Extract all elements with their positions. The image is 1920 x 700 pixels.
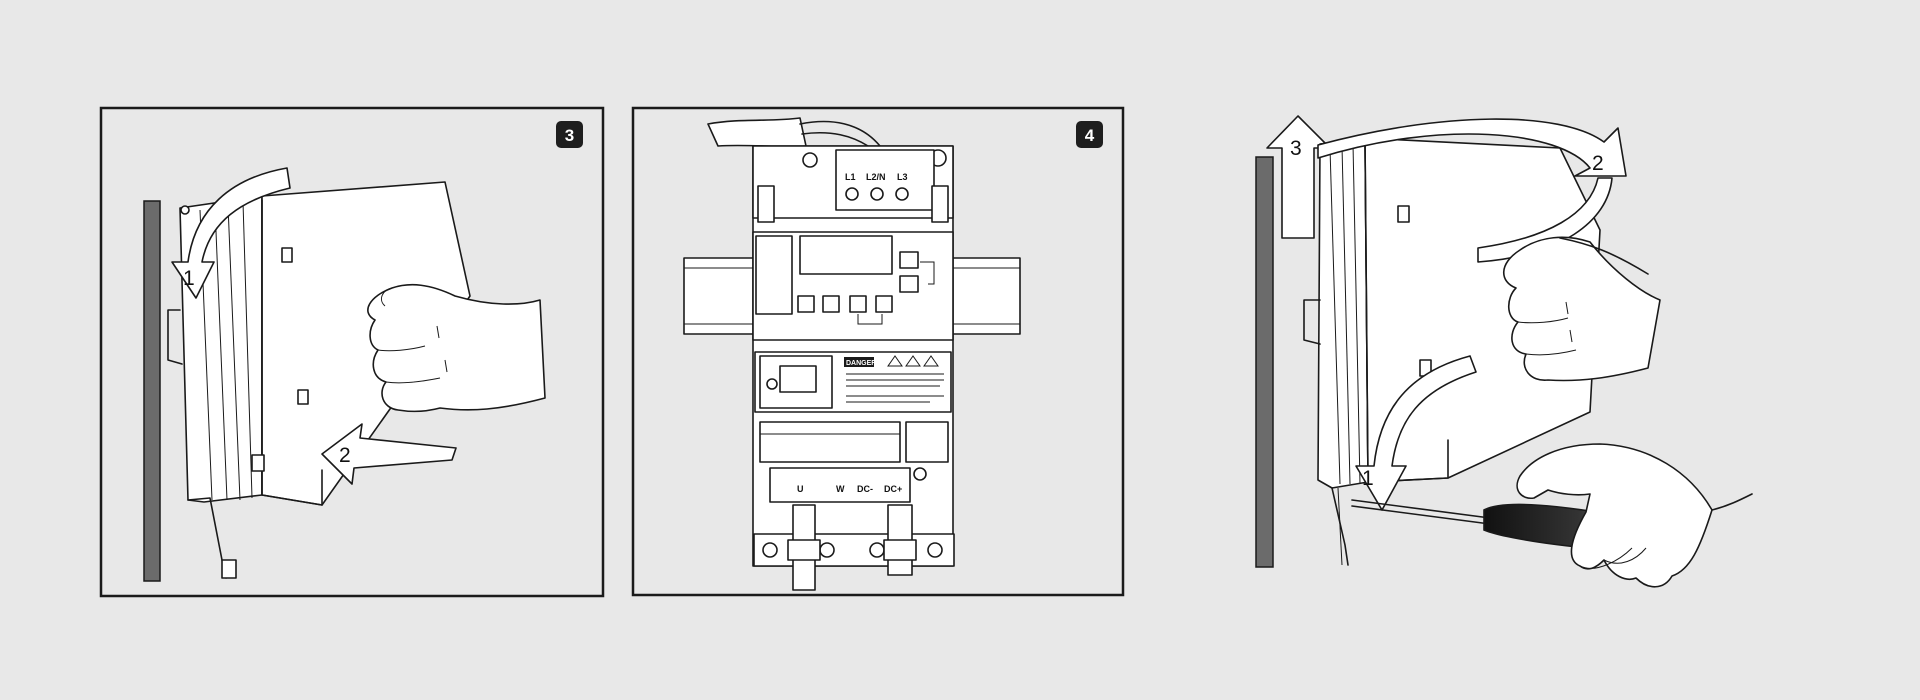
panel-step-3: 3 1 2: [99, 106, 605, 598]
panel-step-4: 4 L1 L2/N L3: [631, 106, 1125, 597]
step-badge-3-label: 3: [565, 126, 574, 145]
terminal-l2n-label: L2/N: [866, 172, 886, 182]
hand-icon: [1516, 443, 1753, 588]
danger-label: DANGER: [846, 360, 876, 367]
step-badge-4-label: 4: [1085, 126, 1095, 145]
danger-label-box: [844, 357, 874, 367]
step-badge-3: 3: [556, 121, 583, 148]
terminal-l3-label: L3: [897, 172, 908, 182]
hand-icon: [367, 283, 546, 413]
removal-arrow-1-label: 1: [1362, 467, 1374, 490]
control-terminals: [759, 421, 901, 463]
mains-terminals: L1 L2/N L3: [835, 149, 935, 211]
din-rail-icon: [143, 200, 161, 582]
hand-icon: [1502, 236, 1661, 382]
up-arrow-icon: 3: [1266, 115, 1331, 239]
display-icon: [799, 235, 893, 275]
removal-arrow-2-label: 2: [1592, 152, 1604, 175]
shield-plate: [753, 533, 955, 567]
terminal-dc-plus-label: DC+: [884, 484, 902, 494]
terminal-l1-label: L1: [845, 172, 856, 182]
inverter-icon: L1 L2/N L3: [752, 145, 955, 591]
terminal-w-label: W: [836, 484, 845, 494]
din-rail-icon: [1255, 156, 1274, 568]
curved-arrow-icon: 1: [171, 167, 291, 299]
terminal-u-label: U: [797, 484, 804, 494]
push-arrow-icon: 2: [321, 423, 457, 485]
input-cable-icon: [707, 117, 807, 148]
terminal-dc-minus-label: DC-: [857, 484, 873, 494]
panel-removal: 3 2 1: [1255, 115, 1753, 588]
panel-3-arrow-2-label: 2: [339, 444, 351, 467]
step-badge-4: 4: [1076, 121, 1103, 148]
panel-3-arrow-1-label: 1: [183, 267, 195, 290]
removal-arrow-3-label: 3: [1290, 137, 1302, 160]
